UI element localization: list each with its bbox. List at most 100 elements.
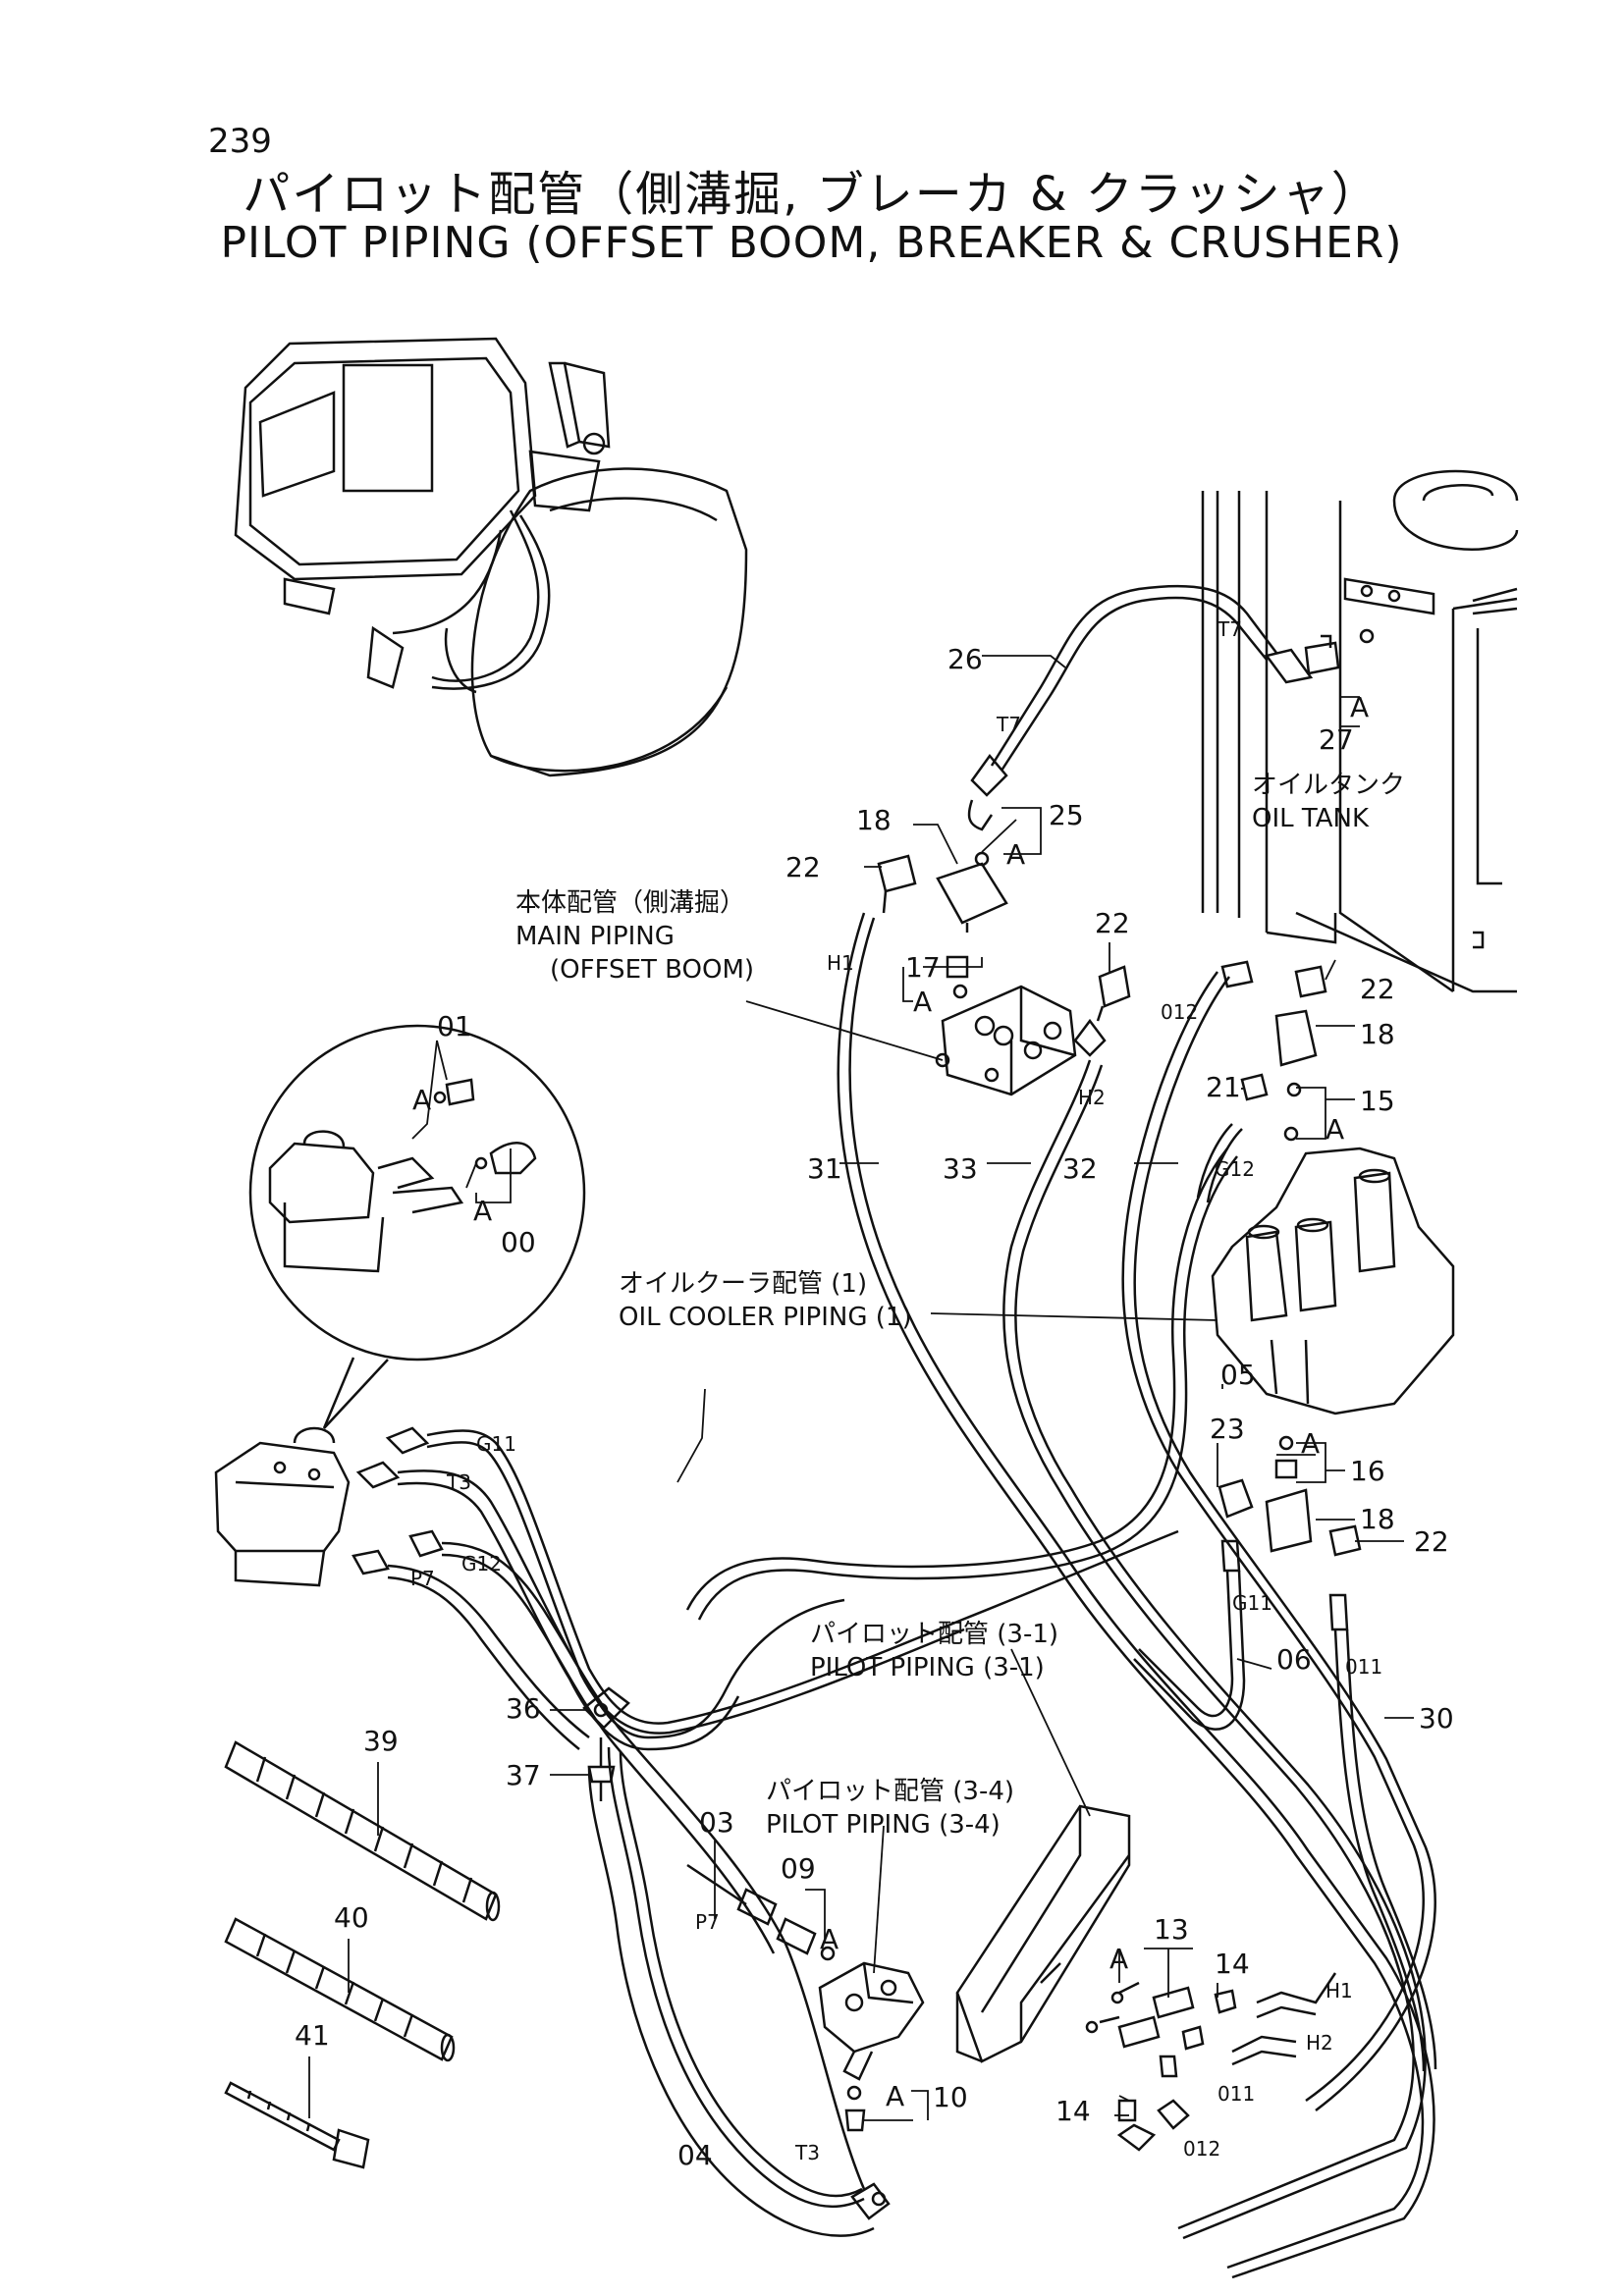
part-label-22-lower: 22 — [1414, 1525, 1449, 1558]
oil-tank-illustration — [1201, 469, 1519, 993]
part-label-18-lower: 18 — [1360, 1503, 1395, 1535]
hose-tag-t7-tank: T7 — [1217, 617, 1242, 641]
pilot-hoses-to-clamp — [387, 1429, 1179, 2190]
hose-tag-labels: T7 T7 H1 H2 012 G12 G11 T3 G12 P7 G11 01… — [410, 617, 1382, 2164]
excavator-illustration — [234, 337, 748, 777]
caption-oil-cooler-en: OIL COOLER PIPING (1) — [619, 1303, 912, 1332]
detail-mark-a-15: A — [1325, 1113, 1344, 1146]
part-label-18-right: 18 — [1360, 1018, 1395, 1050]
page-number: 239 — [208, 122, 272, 161]
detail-mark-a-25: A — [1006, 838, 1025, 871]
hose-tag-g11-lower: G11 — [1232, 1591, 1272, 1615]
hose-04 — [587, 1746, 891, 2237]
part-label-00: 00 — [501, 1226, 536, 1258]
hose-tag-011-bottom: 011 — [1217, 2082, 1255, 2106]
caption-pilot-3-1-jp: パイロット配管 (3-1) — [810, 1620, 1058, 1649]
hose-tag-p7-valve: P7 — [695, 1910, 720, 1934]
part-label-26: 26 — [947, 643, 983, 675]
page-title-english: PILOT PIPING (OFFSET BOOM, BREAKER & CRU… — [220, 218, 1403, 268]
part-label-06: 06 — [1276, 1643, 1312, 1676]
caption-pilot-3-1-en: PILOT PIPING (3-1) — [810, 1653, 1045, 1682]
part-label-27: 27 — [1319, 723, 1354, 756]
hose-tag-h2-lower: H2 — [1306, 2031, 1333, 2055]
part-label-36: 36 — [506, 1692, 541, 1725]
part-label-18-upper: 18 — [856, 804, 892, 836]
part-label-05: 05 — [1220, 1359, 1256, 1391]
hose-tag-p7-pilot: P7 — [410, 1567, 435, 1590]
caption-main-piping-offset: (OFFSET BOOM) — [550, 955, 754, 985]
detail-mark-a-17: A — [913, 986, 932, 1018]
part-label-22-right: 22 — [1360, 973, 1395, 1005]
part-number-labels: 26 27 25 18 22 22 17 22 18 21 15 31 33 3… — [295, 643, 1454, 2171]
part-label-09: 09 — [781, 1852, 816, 1885]
hose-tag-h1-upper: H1 — [827, 951, 854, 975]
caption-oil-cooler-jp: オイルクーラ配管 (1) — [619, 1269, 867, 1299]
hose-tag-011-lower: 011 — [1345, 1655, 1382, 1679]
hose-tag-h2-upper: H2 — [1078, 1086, 1106, 1109]
detail-mark-a-01: A — [412, 1084, 431, 1116]
fitting-27 — [1304, 628, 1375, 675]
caption-pilot-3-4-en: PILOT PIPING (3-4) — [766, 1810, 1001, 1840]
caption-main-piping-en: MAIN PIPING — [515, 922, 675, 951]
right-fittings — [1196, 960, 1327, 1203]
leader-lines — [308, 655, 1414, 2121]
part-label-31: 31 — [807, 1152, 842, 1185]
hose-tag-012-bottom: 012 — [1183, 2137, 1220, 2161]
caption-oil-tank-jp: オイルタンク — [1252, 771, 1405, 800]
cable-tie-41 — [224, 2081, 370, 2169]
part-label-30: 30 — [1419, 1702, 1454, 1735]
hose-tag-g11-pilot: G11 — [476, 1432, 516, 1456]
detail-mark-a-27: A — [1350, 691, 1369, 723]
detail-a-marks: A A A A A A A A A A A — [412, 691, 1369, 2112]
part-label-10: 10 — [933, 2081, 968, 2113]
part-label-32: 32 — [1062, 1152, 1098, 1185]
part-label-16: 16 — [1350, 1455, 1385, 1487]
detail-mark-a-00: A — [473, 1195, 492, 1227]
hose-tag-t7-hose: T7 — [996, 713, 1021, 736]
pilot-valve-left — [214, 1426, 444, 1587]
upper-valve-cluster — [877, 799, 1131, 1096]
detail-mark-a-13: A — [1109, 1943, 1128, 1975]
part-label-40: 40 — [334, 1901, 369, 1934]
part-label-01: 01 — [437, 1010, 472, 1042]
hose-26 — [970, 584, 1314, 797]
part-label-04: 04 — [677, 2139, 713, 2171]
hose-tag-g12-pilot: G12 — [461, 1552, 502, 1575]
part-label-25: 25 — [1049, 799, 1084, 831]
part-label-33: 33 — [943, 1152, 978, 1185]
detail-mark-a-09: A — [820, 1923, 839, 1955]
detail-circle — [248, 1024, 586, 1429]
part-label-14-lower: 14 — [1055, 2095, 1091, 2127]
hose-tag-g12-valve: G12 — [1215, 1157, 1255, 1181]
part-label-17: 17 — [905, 951, 941, 984]
part-label-14-upper: 14 — [1215, 1948, 1250, 1980]
page-title-japanese: パイロット配管（側溝掘, ブレーカ & クラッシャ） — [243, 167, 1380, 222]
part-label-15: 15 — [1360, 1085, 1395, 1117]
hose-tag-012-upper: 012 — [1161, 1000, 1198, 1024]
spiral-guard-39 — [224, 1740, 501, 1922]
hose-tag-t3-valve: T3 — [794, 2141, 820, 2164]
caption-main-piping-jp: 本体配管（側溝掘） — [515, 888, 745, 918]
part-label-41: 41 — [295, 2019, 330, 2052]
hoses-05-06-30 — [685, 1148, 1437, 2072]
caption-oil-tank-en: OIL TANK — [1252, 804, 1370, 833]
part-label-22-upper-left: 22 — [785, 851, 821, 883]
pilot-valve-3-4 — [686, 1863, 925, 2132]
part-label-03: 03 — [699, 1806, 734, 1839]
hose-tag-t3-pilot: T3 — [446, 1470, 471, 1494]
section-captions: オイルタンク OIL TANK 本体配管（側溝掘） MAIN PIPING (O… — [515, 771, 1405, 1840]
part-label-21: 21 — [1206, 1071, 1241, 1103]
pilot-piping-3-1-bracket — [955, 1804, 1337, 2152]
caption-pilot-3-4-jp: パイロット配管 (3-4) — [766, 1777, 1014, 1806]
spiral-guard-40 — [224, 1917, 456, 2062]
part-label-23: 23 — [1210, 1413, 1245, 1445]
control-valve — [1211, 1147, 1455, 1451]
part-label-22-upper-right: 22 — [1095, 907, 1130, 939]
part-label-37: 37 — [506, 1759, 541, 1791]
part-label-39: 39 — [363, 1725, 399, 1757]
hose-tag-h1-lower: H1 — [1325, 1979, 1353, 2002]
detail-mark-a-16: A — [1301, 1427, 1320, 1460]
part-label-13: 13 — [1154, 1913, 1189, 1946]
detail-mark-a-10: A — [886, 2080, 904, 2112]
